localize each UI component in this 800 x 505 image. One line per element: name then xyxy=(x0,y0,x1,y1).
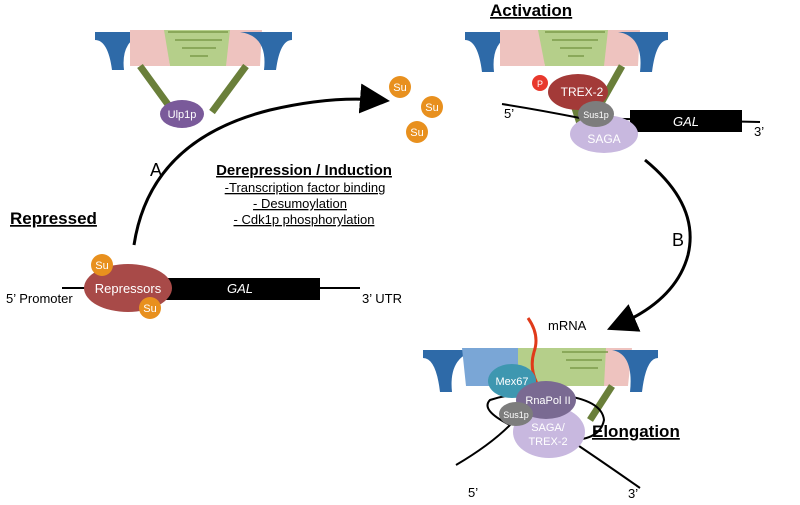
su-free-2-label: Su xyxy=(425,102,438,114)
repressors-label: Repressors xyxy=(95,281,162,296)
activation-three-prime: 3’ xyxy=(754,124,764,139)
nuclear-pore-activation xyxy=(465,30,668,132)
repressed-gal-label: GAL xyxy=(227,281,253,296)
derepression-text-block: Derepression / Induction -Transcription … xyxy=(216,162,392,227)
saga-trex2-label-1: SAGA/ xyxy=(531,422,566,434)
arrow-a xyxy=(132,83,390,246)
ulp1p-protein xyxy=(160,100,204,128)
trex2-protein xyxy=(548,74,608,110)
basket-filament-left xyxy=(137,63,175,113)
step-a-label: A xyxy=(150,160,162,180)
su-free-1-label: Su xyxy=(393,82,406,94)
trex2-label: TREX-2 xyxy=(561,85,604,99)
su-bound-2 xyxy=(139,297,161,319)
saga-label: SAGA xyxy=(587,132,620,146)
phosphate-marker xyxy=(532,75,548,91)
sus1p-label-elongation: Sus1p xyxy=(503,410,529,420)
mrna-label: mRNA xyxy=(548,318,587,333)
five-promoter-label: 5’ Promoter xyxy=(6,291,73,306)
arrow-b xyxy=(606,158,692,332)
elongation-complex: mRNA 5’ 3’ SAGA/ TREX-2 Mex67 RnaPol II … xyxy=(455,317,641,501)
pore-mesh-activation xyxy=(545,31,605,57)
nuclear-pore-elongation xyxy=(423,348,658,422)
su-free-3 xyxy=(406,121,428,143)
pore-mesh-elongation xyxy=(562,351,608,369)
derepression-title: Derepression / Induction xyxy=(216,162,392,179)
su-free-3-label: Su xyxy=(410,127,423,139)
elongation-heading: Elongation xyxy=(592,422,680,441)
repressed-gal-gene xyxy=(160,278,320,300)
su-bound-1-label: Su xyxy=(95,260,108,272)
sus1p-protein-elongation xyxy=(499,402,533,426)
phosphate-label: P xyxy=(537,79,543,89)
su-bound-1 xyxy=(91,254,113,276)
activation-five-prime: 5’ xyxy=(504,106,514,121)
elongation-five-prime: 5’ xyxy=(468,485,478,500)
su-bound-2-label: Su xyxy=(143,303,156,315)
pore-mesh xyxy=(168,31,228,57)
activation-gal-label: GAL xyxy=(673,114,699,129)
repressed-gene-locus: GAL 5’ Promoter 3’ UTR Repressors Su Su xyxy=(6,254,402,319)
step-b-label: B xyxy=(672,230,684,250)
pore-ring-left-elongation xyxy=(423,350,480,392)
mex67-label: Mex67 xyxy=(495,376,528,388)
basket-filament-right xyxy=(209,63,249,115)
pore-subunit-green-right-elongation xyxy=(560,348,612,386)
rnapol-ii-label: RnaPol II xyxy=(525,395,570,407)
pore-subunit-pink-left xyxy=(130,30,170,66)
nuclear-pore-top-left: Ulp1p xyxy=(95,30,292,128)
pore-subunit-pink-right xyxy=(226,30,262,66)
derepression-item-3: - Cdk1p phosphorylation xyxy=(234,212,375,227)
sus1p-protein xyxy=(578,101,614,127)
saga-trex2-label-2: TREX-2 xyxy=(528,436,567,448)
pore-ring-left-activation xyxy=(465,32,522,72)
elongation-three-prime: 3’ xyxy=(628,486,638,501)
derepression-item-1: -Transcription factor binding xyxy=(225,180,386,195)
pore-ring-right-elongation xyxy=(612,350,658,392)
pore-ring-right-activation xyxy=(618,32,668,72)
pore-subunit-pink-left-activation xyxy=(500,30,545,66)
activation-gal-gene xyxy=(630,110,742,132)
pore-ring-right xyxy=(240,32,292,70)
pore-ring-left xyxy=(95,32,152,70)
ulp1p-label: Ulp1p xyxy=(168,109,197,121)
pore-subunit-pink-right-activation xyxy=(604,30,640,66)
activation-gene-locus: GAL 5’ 3’ SAGA TREX-2 P Sus1p xyxy=(501,74,764,153)
su-free-1 xyxy=(389,76,411,98)
activation-heading: Activation xyxy=(490,1,572,20)
free-sumo-group: Su Su Su xyxy=(389,76,443,143)
repressed-heading: Repressed xyxy=(10,209,97,228)
three-utr-label: 3’ UTR xyxy=(362,291,402,306)
sus1p-label: Sus1p xyxy=(583,110,609,120)
derepression-item-2: - Desumoylation xyxy=(253,196,347,211)
su-free-2 xyxy=(421,96,443,118)
basket-filament-elongation xyxy=(587,384,615,422)
